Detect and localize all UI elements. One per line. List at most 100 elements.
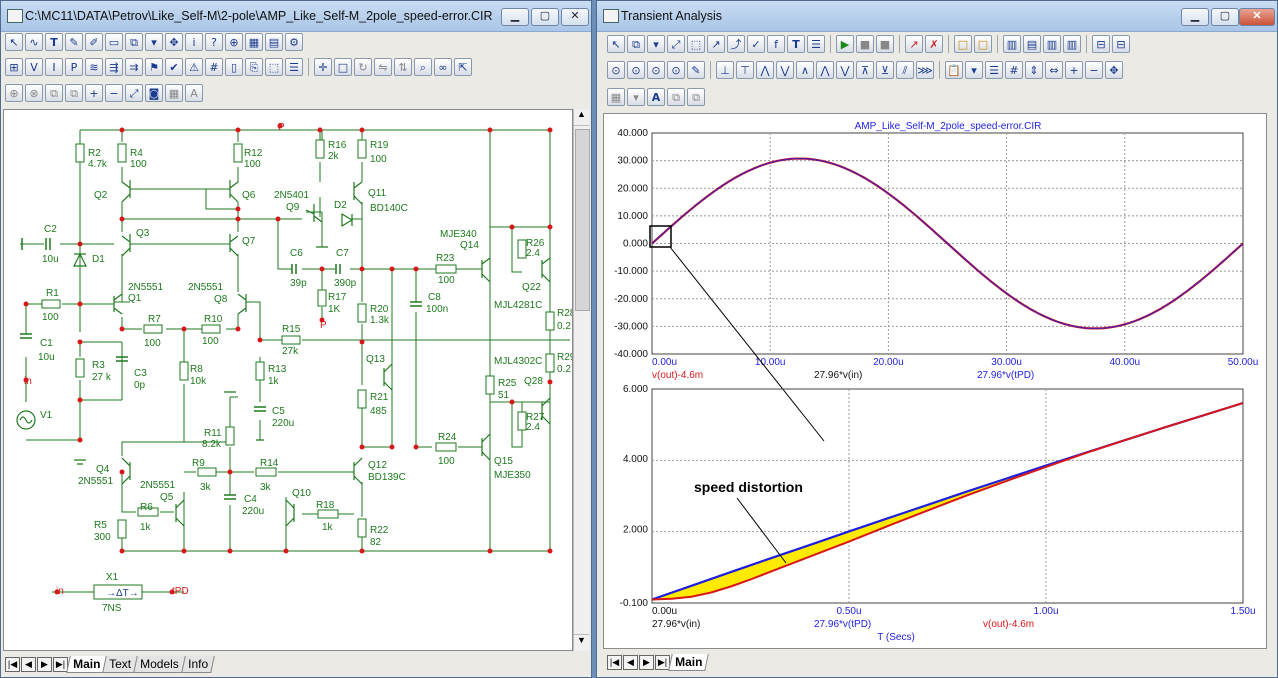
analysis-title-bar[interactable]: Transient Analysis ▁ ▢ ✕ — [597, 1, 1277, 32]
info-icon[interactable]: i — [185, 33, 203, 51]
scroll-up-icon[interactable]: ▲ — [574, 109, 589, 126]
node-voltage-icon[interactable]: V — [25, 58, 43, 76]
mirror-icon[interactable]: ⇅ — [394, 58, 412, 76]
cursor-low-icon[interactable]: ⋁ — [776, 61, 794, 79]
flip-icon[interactable]: ⇋ — [374, 58, 392, 76]
zoom-y-icon[interactable]: ⊙ — [647, 61, 665, 79]
analysis-minimize-button[interactable]: ▁ — [1181, 8, 1209, 26]
layout-icon[interactable]: ▦ — [165, 84, 183, 102]
select-arrow-icon[interactable]: ↖ — [607, 35, 625, 53]
chart2-icon[interactable]: ⤴ — [727, 35, 745, 53]
cursor-global-high-icon[interactable]: ⋀ — [816, 61, 834, 79]
grid-icon[interactable]: # — [205, 58, 223, 76]
text-icon[interactable]: T — [45, 33, 63, 51]
properties-icon[interactable]: ☰ — [285, 58, 303, 76]
tab-main[interactable]: Main — [66, 655, 108, 673]
plot-canvas[interactable]: AMP_Like_Self-M_2pole_speed-error.CIR 40… — [603, 113, 1267, 649]
settings-icon[interactable]: ⚙ — [285, 33, 303, 51]
box-orange-icon[interactable]: □ — [954, 35, 972, 53]
clipboard-icon[interactable]: 📋 — [945, 61, 963, 79]
layout-icon[interactable]: ▦ — [607, 88, 625, 106]
analysis-maximize-button[interactable]: ▢ — [1211, 8, 1239, 26]
box-orange2-icon[interactable]: □ — [974, 35, 992, 53]
split-h-icon[interactable]: ⊟ — [1092, 35, 1110, 53]
component-icon[interactable]: ⧉ — [125, 33, 143, 51]
text-icon[interactable]: T — [787, 35, 805, 53]
prev-page-icon[interactable]: ◀ — [21, 656, 36, 672]
find-icon[interactable]: ⌕ — [414, 58, 432, 76]
help-icon[interactable]: ? — [205, 33, 223, 51]
attribute-icon[interactable]: ⇉ — [125, 58, 143, 76]
tile3-icon[interactable]: ▥ — [1043, 35, 1061, 53]
tile-icon[interactable]: ▥ — [1003, 35, 1021, 53]
bounding-box-icon[interactable]: ⬚ — [265, 58, 283, 76]
cursor-global-low-icon[interactable]: ⋁ — [836, 61, 854, 79]
dropdown-icon[interactable]: ▾ — [145, 33, 163, 51]
close-button[interactable]: ✕ — [561, 8, 589, 26]
hand-icon[interactable]: ✥ — [165, 33, 183, 51]
camera-icon[interactable]: ◙ — [145, 84, 163, 102]
stack-icon[interactable]: ⧉ — [45, 84, 63, 102]
binoculars-icon[interactable]: ∞ — [434, 58, 452, 76]
zoom-out-icon[interactable]: − — [105, 84, 123, 102]
properties-icon[interactable]: ☰ — [807, 35, 825, 53]
run-icon[interactable]: ▶ — [836, 35, 854, 53]
tile4-icon[interactable]: ▥ — [1063, 35, 1081, 53]
pin-icon[interactable]: ⇶ — [105, 58, 123, 76]
wire-icon[interactable]: ∿ — [25, 33, 43, 51]
curve-icon[interactable]: ↗ — [905, 35, 923, 53]
export-icon[interactable]: ⇱ — [454, 58, 472, 76]
cross-icon[interactable]: ✛ — [314, 58, 332, 76]
dropdown2-icon[interactable]: ▾ — [965, 61, 983, 79]
cursor-peak-icon[interactable]: ⊥ — [716, 61, 734, 79]
chart-icon[interactable]: ↗ — [707, 35, 725, 53]
cursor-inflect-icon[interactable]: ∧ — [796, 61, 814, 79]
node-number-icon[interactable]: ⊞ — [5, 58, 23, 76]
probe-icon[interactable]: ⊕ — [225, 33, 243, 51]
tab-info[interactable]: Info — [181, 655, 215, 673]
numbers-icon[interactable]: # — [1005, 61, 1023, 79]
cursor-top-icon[interactable]: ⊼ — [856, 61, 874, 79]
box-icon[interactable]: □ — [334, 58, 352, 76]
page-icon[interactable]: ▤ — [265, 33, 283, 51]
function-icon[interactable]: f — [767, 35, 785, 53]
schematic-title-bar[interactable]: C:\MC11\DATA\Petrov\Like_Self-M\2-pole\A… — [1, 1, 591, 32]
zoom-in-icon[interactable]: + — [1065, 61, 1083, 79]
prev-page-icon[interactable]: ◀ — [623, 654, 638, 670]
pen-icon[interactable]: ✎ — [65, 33, 83, 51]
font-icon[interactable]: A — [647, 88, 665, 106]
next-page-icon[interactable]: ▶ — [37, 656, 52, 672]
pan-icon[interactable]: ✥ — [1105, 61, 1123, 79]
pause-icon[interactable]: ■ — [876, 35, 894, 53]
state-icon[interactable]: ≋ — [85, 58, 103, 76]
curve-x-icon[interactable]: ✗ — [925, 35, 943, 53]
cursor-next-icon[interactable]: ⋙ — [916, 61, 934, 79]
list-icon[interactable]: ☰ — [985, 61, 1003, 79]
zoom-fit-icon[interactable]: ⤢ — [125, 84, 143, 102]
zoom-reset-icon[interactable]: ⊙ — [667, 61, 685, 79]
tile2-icon[interactable]: ▤ — [1023, 35, 1041, 53]
dropdown3-icon[interactable]: ▾ — [627, 88, 645, 106]
flag-icon[interactable]: ⚑ — [145, 58, 163, 76]
analysis-close-button[interactable]: ✕ — [1239, 8, 1275, 26]
edit-icon[interactable]: ✎ — [687, 61, 705, 79]
cursor-slope-icon[interactable]: ⫽ — [896, 61, 914, 79]
tab-models[interactable]: Models — [133, 655, 186, 673]
first-page-icon[interactable]: |◀ — [5, 656, 20, 672]
chart3-icon[interactable]: ✓ — [747, 35, 765, 53]
scroll-thumb[interactable] — [575, 129, 590, 311]
scale-icon[interactable]: ⤢ — [667, 35, 685, 53]
copy-icon[interactable]: ⎘ — [245, 58, 263, 76]
zoom-out-icon[interactable]: − — [1085, 61, 1103, 79]
add-icon[interactable]: ⊕ — [5, 84, 23, 102]
zoom-in-icon[interactable]: + — [85, 84, 103, 102]
first-page-icon[interactable]: |◀ — [607, 654, 622, 670]
font-icon[interactable]: A — [185, 84, 203, 102]
last-page-icon[interactable]: ▶| — [53, 656, 68, 672]
stack2-icon[interactable]: ⧉ — [687, 88, 705, 106]
maximize-button[interactable]: ▢ — [531, 8, 559, 26]
stack2-icon[interactable]: ⧉ — [65, 84, 83, 102]
table-icon[interactable]: ▦ — [245, 33, 263, 51]
last-page-icon[interactable]: ▶| — [655, 654, 670, 670]
